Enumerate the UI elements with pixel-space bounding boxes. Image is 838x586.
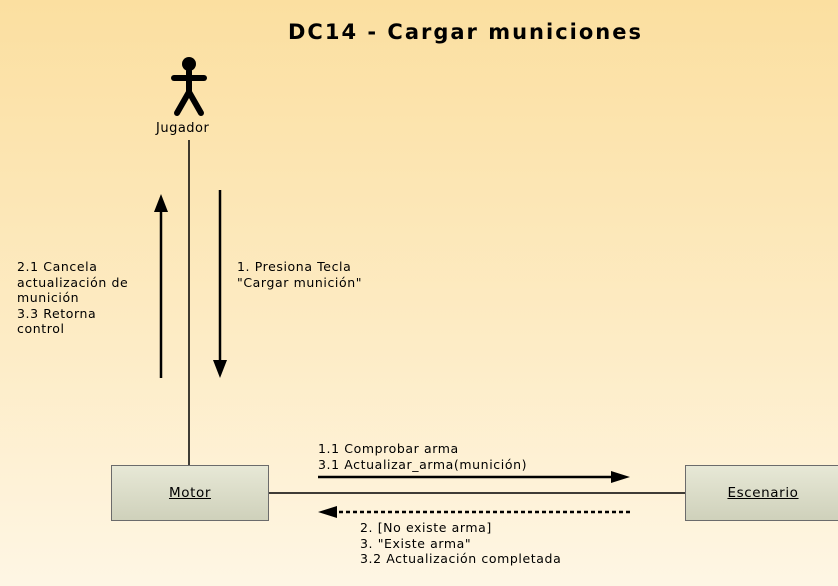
message-line: "Cargar munición" xyxy=(237,274,363,290)
object-motor: Motor xyxy=(111,465,269,521)
message-actor-to-motor: 1. Presiona Tecla "Cargar munición" xyxy=(237,259,362,290)
arrow-down-head xyxy=(213,360,227,378)
message-line: 2.1 Cancela xyxy=(17,259,98,274)
message-escenario-to-motor: 2. [No existe arma] 3. "Existe arma" 3.2… xyxy=(360,520,561,567)
message-motor-to-escenario: 1.1 Comprobar arma 3.1 Actualizar_arma(m… xyxy=(318,441,527,472)
object-motor-label: Motor xyxy=(168,485,211,501)
arrow-up-head xyxy=(154,194,168,212)
diagram-title: DC14 - Cargar municiones xyxy=(288,20,643,44)
message-line: actualización de xyxy=(17,274,129,290)
message-motor-to-actor: 2.1 Cancela actualización de munición 3.… xyxy=(17,259,128,337)
arrow-right-head xyxy=(611,471,630,483)
message-line: 1.1 Comprobar arma xyxy=(318,441,459,456)
stick-figure-icon xyxy=(171,57,207,116)
message-line: 3.3 Retorna xyxy=(17,305,97,321)
object-escenario: Escenario xyxy=(685,465,838,521)
object-escenario-label: Escenario xyxy=(727,485,799,501)
message-line: 1. Presiona Tecla xyxy=(237,259,352,274)
message-line: 2. [No existe arma] xyxy=(360,520,492,535)
arrow-return-head xyxy=(318,506,337,518)
message-line: munición xyxy=(17,290,80,305)
message-line: 3. "Existe arma" xyxy=(360,535,472,551)
actor-label: Jugador xyxy=(156,121,210,136)
message-line: 3.2 Actualización completada xyxy=(360,551,562,566)
message-line: control xyxy=(17,321,65,336)
message-line: 3.1 Actualizar_arma(munición) xyxy=(318,456,528,472)
